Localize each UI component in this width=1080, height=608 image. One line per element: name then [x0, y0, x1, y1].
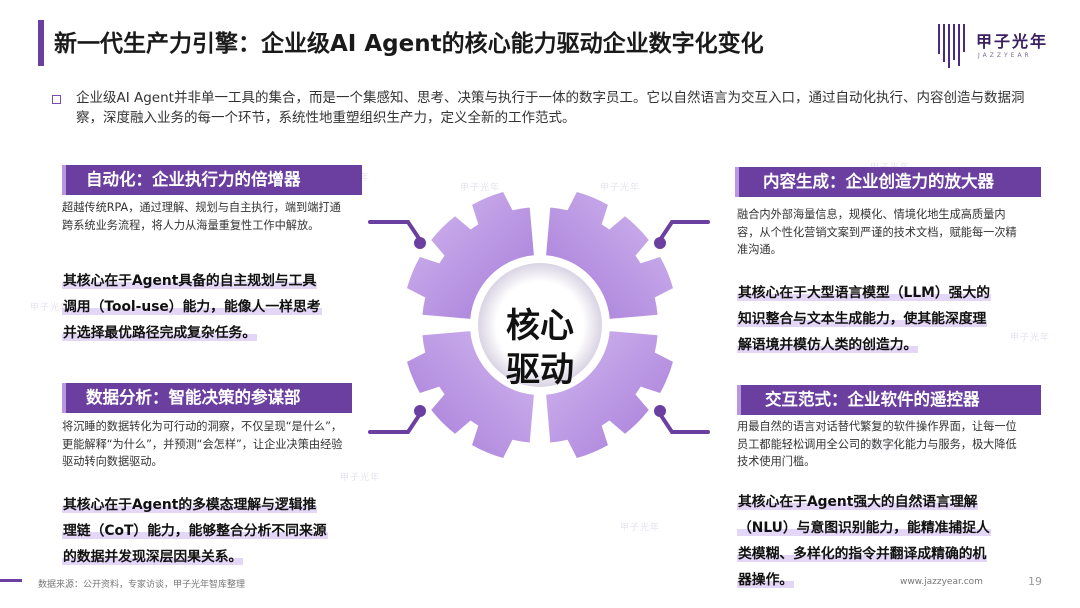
watermark: 甲子光年: [340, 473, 381, 483]
interaction-title: 交互范式：企业软件的遥控器: [765, 390, 980, 409]
section-header-analysis: 数据分析：智能决策的参谋部: [62, 383, 352, 413]
interaction-description: 用最自然的语言对话替代繁复的软件操作界面，让每一位员工都能轻松调用全公司的数字化…: [737, 420, 1017, 468]
data-source: 数据来源：公开资料，专家访谈，甲子光年智库整理: [38, 580, 246, 590]
brand-logo: 甲子光年 JAZZYEAR: [938, 24, 1058, 70]
gear-quadrant-bottom-right: [546, 331, 673, 458]
analysis-title: 数据分析：智能决策的参谋部: [86, 388, 301, 407]
section-header-interaction: 交互范式：企业软件的遥控器: [737, 385, 1041, 415]
analysis-core: 其核心在于Agent的多模态理解与逻辑推 理链（CoT）能力，能够整合分析不同来…: [62, 497, 328, 565]
watermark: 甲子光年: [1010, 333, 1051, 343]
logo-mark-icon: [938, 24, 970, 68]
watermark: 甲子光年: [860, 443, 901, 453]
page-number: 19: [1028, 575, 1042, 588]
gear-center: [478, 263, 602, 387]
footer-accent-line: [0, 579, 22, 582]
analysis-description: 将沉睡的数据转化为可行动的洞察，不仅呈现“是什么”，更能解释“为什么”，并预测“…: [62, 420, 343, 468]
automation-title: 自动化：企业执行力的倍增器: [86, 170, 301, 189]
watermark: 甲子光年: [620, 523, 661, 533]
watermark: 甲子光年: [30, 303, 71, 313]
center-line-1: 核心: [506, 306, 574, 346]
watermark: 甲子光年: [600, 183, 641, 193]
automation-core: 其核心在于Agent具备的自主规划与工具 调用（Tool-use）能力，能像人一…: [62, 273, 322, 341]
connector-lines: [368, 220, 710, 434]
intro-paragraph: 企业级AI Agent并非单一工具的集合，而是一个集感知、思考、决策与执行于一体…: [76, 90, 1025, 126]
section-header-content: 内容生成：企业创造力的放大器: [735, 167, 1041, 197]
footer-url[interactable]: www.jazzyear.com: [900, 577, 983, 587]
gear-quadrant-bottom-left: [407, 331, 534, 458]
page-title: 新一代生产力引擎：企业级AI Agent的核心能力驱动企业数字化变化: [54, 31, 764, 57]
automation-description: 超越传统RPA，通过理解、规划与自主执行，端到端打通跨系统业务流程，将人力从海量…: [62, 201, 341, 232]
content-core: 其核心在于大型语言模型（LLM）强大的 知识整合与文本生成能力，使其能深度理 解…: [737, 285, 992, 353]
logo-name: 甲子光年: [976, 32, 1049, 51]
content-description: 融合内外部海量信息，规模化、情境化地生成高质量内容，从个性化营销文案到严谨的技术…: [737, 208, 1017, 256]
connector-dots: [414, 237, 666, 417]
section-header-automation: 自动化：企业执行力的倍增器: [62, 165, 362, 195]
gear-quadrant-top-right: [546, 192, 673, 319]
bullet-square-icon: [52, 95, 61, 104]
watermark: 甲子光年: [460, 183, 501, 193]
gear-quadrant-top-left: [407, 192, 534, 319]
interaction-core: 其核心在于Agent强大的自然语言理解 （NLU）与意图识别能力，能精准捕捉人 …: [737, 494, 991, 588]
gear-center-label: 核心 驱动: [490, 304, 590, 392]
gear-quadrants: [407, 192, 673, 458]
logo-subtitle: JAZZYEAR: [978, 52, 1032, 59]
title-accent-bar: [38, 20, 44, 66]
center-line-2: 驱动: [506, 350, 574, 390]
content-title: 内容生成：企业创造力的放大器: [763, 172, 994, 191]
